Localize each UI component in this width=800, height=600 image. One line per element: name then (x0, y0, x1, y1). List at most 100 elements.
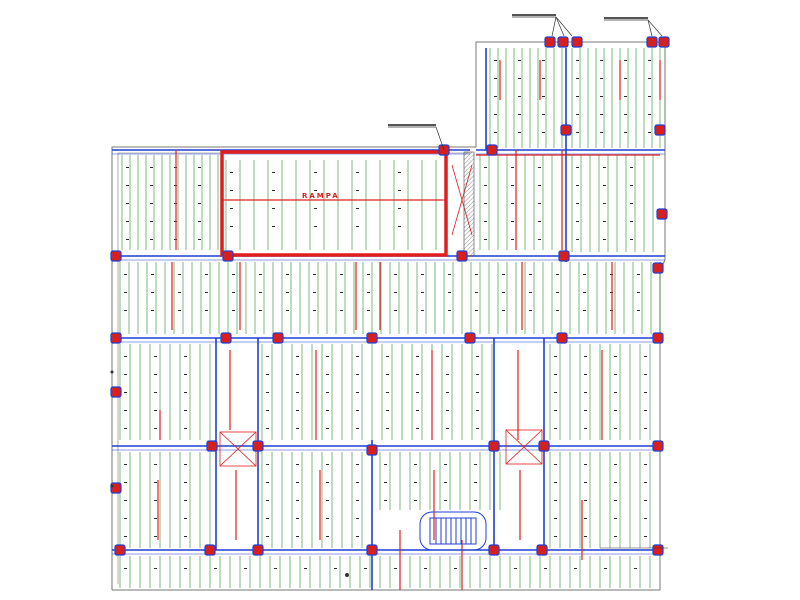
rib-label-mark (476, 374, 479, 375)
rib-label-mark (583, 274, 586, 275)
rib-label-mark (259, 274, 262, 275)
rib-label-mark (421, 310, 424, 311)
rib-label-mark (474, 482, 477, 483)
rib-label-mark (367, 310, 370, 311)
rib-label-mark (644, 464, 647, 465)
rib-label-mark (624, 78, 627, 79)
rib-label-mark (603, 239, 606, 240)
rib-label-mark (398, 226, 401, 227)
rib-label-mark (386, 374, 389, 375)
rib-label-mark (314, 172, 317, 173)
rib-label-mark (416, 410, 419, 411)
rib-label-mark (232, 310, 235, 311)
rib-label-mark (446, 428, 449, 429)
column-marker (272, 332, 284, 344)
rib-label-mark (286, 310, 289, 311)
rib-label-mark (576, 221, 579, 222)
column-markers (110, 36, 670, 556)
rib-label-mark (356, 208, 359, 209)
rib-label-mark (614, 374, 617, 375)
rib-label-mark (603, 167, 606, 168)
rib-label-mark (150, 203, 153, 204)
rib-label-mark (154, 518, 157, 519)
rib-label-mark (584, 356, 587, 357)
rib-label-mark (266, 482, 269, 483)
rib-label-mark (600, 78, 603, 79)
rib-label-mark (296, 428, 299, 429)
rib-label-mark (126, 221, 129, 222)
rib-label-mark (554, 500, 557, 501)
rib-label-mark (151, 292, 154, 293)
rib-label-mark (266, 392, 269, 393)
rib-label-mark (583, 310, 586, 311)
column-marker (110, 332, 122, 344)
rib-label-mark (634, 568, 637, 569)
rib-label-mark (529, 292, 532, 293)
rib-label-mark (205, 310, 208, 311)
rib-label-mark (511, 167, 514, 168)
rib-label-mark (326, 392, 329, 393)
column-marker (556, 332, 568, 344)
rib-label-mark (529, 310, 532, 311)
rib-label-mark (444, 482, 447, 483)
rib-label-mark (126, 239, 129, 240)
rib-label-mark (494, 114, 497, 115)
rib-label-mark (398, 208, 401, 209)
rib-label-mark (421, 274, 424, 275)
rib-label-mark (494, 78, 497, 79)
rib-label-mark (126, 203, 129, 204)
rib-label-mark (232, 292, 235, 293)
column-marker (222, 250, 234, 262)
rib-label-mark (542, 96, 545, 97)
rib-label-mark (644, 536, 647, 537)
rib-label-mark (584, 464, 587, 465)
rib-label-mark (576, 114, 579, 115)
rib-label-mark (554, 518, 557, 519)
rib-label-mark (614, 518, 617, 519)
rib-label-mark (296, 482, 299, 483)
rib-label-mark (124, 500, 127, 501)
rib-label-mark (644, 374, 647, 375)
rib-label-mark (614, 500, 617, 501)
rib-label-mark (184, 536, 187, 537)
rib-label-mark (600, 60, 603, 61)
rib-label-mark (340, 274, 343, 275)
rib-label-mark (150, 221, 153, 222)
rib-label-mark (554, 374, 557, 375)
rib-label-mark (124, 464, 127, 465)
rib-label-mark (384, 482, 387, 483)
rib-label-mark (184, 356, 187, 357)
rib-label-mark (205, 292, 208, 293)
rib-label-mark (644, 500, 647, 501)
rib-label-mark (554, 356, 557, 357)
rib-label-mark (124, 374, 127, 375)
rib-label-mark (554, 536, 557, 537)
rib-label-mark (630, 239, 633, 240)
rib-label-mark (296, 518, 299, 519)
rib-label-mark (448, 310, 451, 311)
rib-label-mark (274, 568, 277, 569)
rib-label-mark (446, 410, 449, 411)
rib-label-mark (584, 392, 587, 393)
rib-label-mark (554, 482, 557, 483)
rib-label-mark (205, 274, 208, 275)
rib-label-mark (476, 410, 479, 411)
rib-label-mark (630, 203, 633, 204)
rib-label-mark (603, 185, 606, 186)
rib-label-mark (414, 464, 417, 465)
rib-label-mark (184, 482, 187, 483)
rib-label-mark (259, 292, 262, 293)
column-marker (571, 36, 583, 48)
rib-label-mark (356, 428, 359, 429)
rib-label-mark (356, 464, 359, 465)
rib-label-mark (475, 310, 478, 311)
rib-label-mark (484, 167, 487, 168)
rib-label-mark (576, 185, 579, 186)
rib-label-mark (154, 482, 157, 483)
rib-label-mark (266, 410, 269, 411)
rib-label-mark (511, 239, 514, 240)
rib-label-mark (446, 356, 449, 357)
rib-label-mark (326, 410, 329, 411)
rib-label-mark (554, 410, 557, 411)
rib-label-mark (154, 356, 157, 357)
